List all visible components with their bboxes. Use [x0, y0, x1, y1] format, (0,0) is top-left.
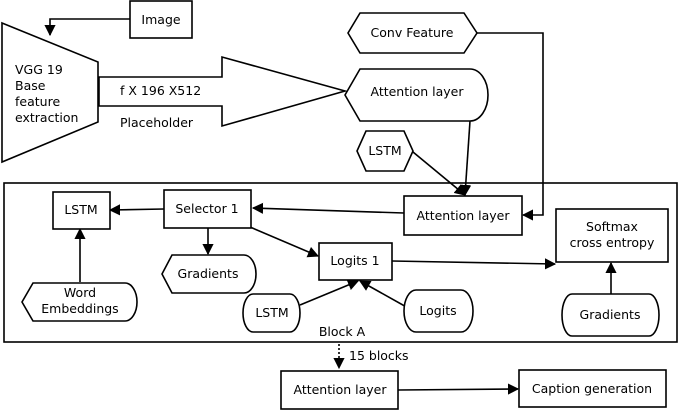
- edge-selector-to-logits1: [249, 226, 320, 258]
- gradients-right-node: Gradients: [561, 293, 660, 337]
- caption-generation-label: Caption generation: [532, 381, 652, 396]
- word-embeddings-label-line-2: Embeddings: [41, 301, 118, 316]
- logits1-label: Logits 1: [330, 253, 379, 268]
- edge-lstm-bottom-to-logits1: [299, 279, 360, 306]
- caption-generation-node: Caption generation: [518, 369, 667, 408]
- vgg-label-line-2: Base: [15, 78, 46, 93]
- tensor-arrow: f X 196 X512 Placeholder: [98, 55, 348, 130]
- lstm-bottom-node: LSTM: [242, 293, 301, 333]
- edge-attention-bottom-to-caption: [397, 383, 520, 395]
- word-embeddings-node: Word Embeddings: [21, 282, 138, 322]
- vgg-label-line-3: feature: [15, 94, 60, 109]
- softmax-node: Softmax cross entropy: [555, 208, 669, 263]
- connectors: [44, 18, 617, 395]
- lstm-bottom-label: LSTM: [255, 305, 288, 320]
- gradients-mid-label: Gradients: [178, 266, 239, 281]
- edge-conv-feature-to-attention-block: [477, 32, 544, 221]
- lstm-top-node: LSTM: [356, 130, 414, 172]
- logits-node: Logits: [403, 289, 474, 333]
- tensor-dimension-label: f X 196 X512: [120, 83, 201, 98]
- attention-layer-top-label: Attention layer: [370, 84, 464, 99]
- lstm-block-label: LSTM: [64, 202, 97, 217]
- lstm-block-node: LSTM: [52, 191, 111, 230]
- gradients-mid-node: Gradients: [161, 254, 257, 294]
- edge-lstm-top-to-attention-block: [412, 151, 466, 196]
- conv-feature-node: Conv Feature: [347, 12, 478, 54]
- conv-feature-label: Conv Feature: [371, 25, 454, 40]
- selector-node: Selector 1: [163, 189, 252, 229]
- attention-layer-bottom-node: Attention layer: [280, 370, 399, 410]
- attention-layer-top-node: Attention layer: [344, 68, 489, 122]
- repeat-count-label: 15 blocks: [349, 348, 409, 363]
- edge-attention-top-to-attention-block: [460, 120, 472, 197]
- softmax-label-line-2: cross entropy: [570, 235, 655, 250]
- vgg-node: VGG 19 Base feature extraction: [1, 21, 99, 164]
- softmax-label-line-1: Softmax: [586, 219, 638, 234]
- image-label: Image: [141, 12, 180, 27]
- vgg-label-line-1: VGG 19: [15, 62, 63, 77]
- selector-label: Selector 1: [175, 201, 238, 216]
- edge-selector-to-lstm: [108, 204, 165, 216]
- attention-layer-block-node: Attention layer: [403, 195, 523, 236]
- lstm-top-label: LSTM: [368, 143, 401, 158]
- attention-layer-block-label: Attention layer: [416, 208, 510, 223]
- edge-logits-to-logits1: [359, 280, 411, 310]
- edge-image-to-vgg: [44, 18, 130, 37]
- placeholder-label: Placeholder: [120, 115, 194, 130]
- edge-attention-block-to-selector: [251, 202, 405, 214]
- logits-label: Logits: [419, 303, 456, 318]
- word-embeddings-label-line-1: Word: [64, 285, 96, 300]
- image-node: Image: [129, 0, 193, 39]
- vgg-label-line-4: extraction: [15, 110, 78, 125]
- attention-layer-bottom-label: Attention layer: [293, 382, 387, 397]
- edge-logits1-to-softmax: [391, 258, 557, 270]
- logits1-node: Logits 1: [318, 242, 393, 281]
- block-a-label: Block A: [319, 324, 366, 339]
- gradients-right-label: Gradients: [580, 307, 641, 322]
